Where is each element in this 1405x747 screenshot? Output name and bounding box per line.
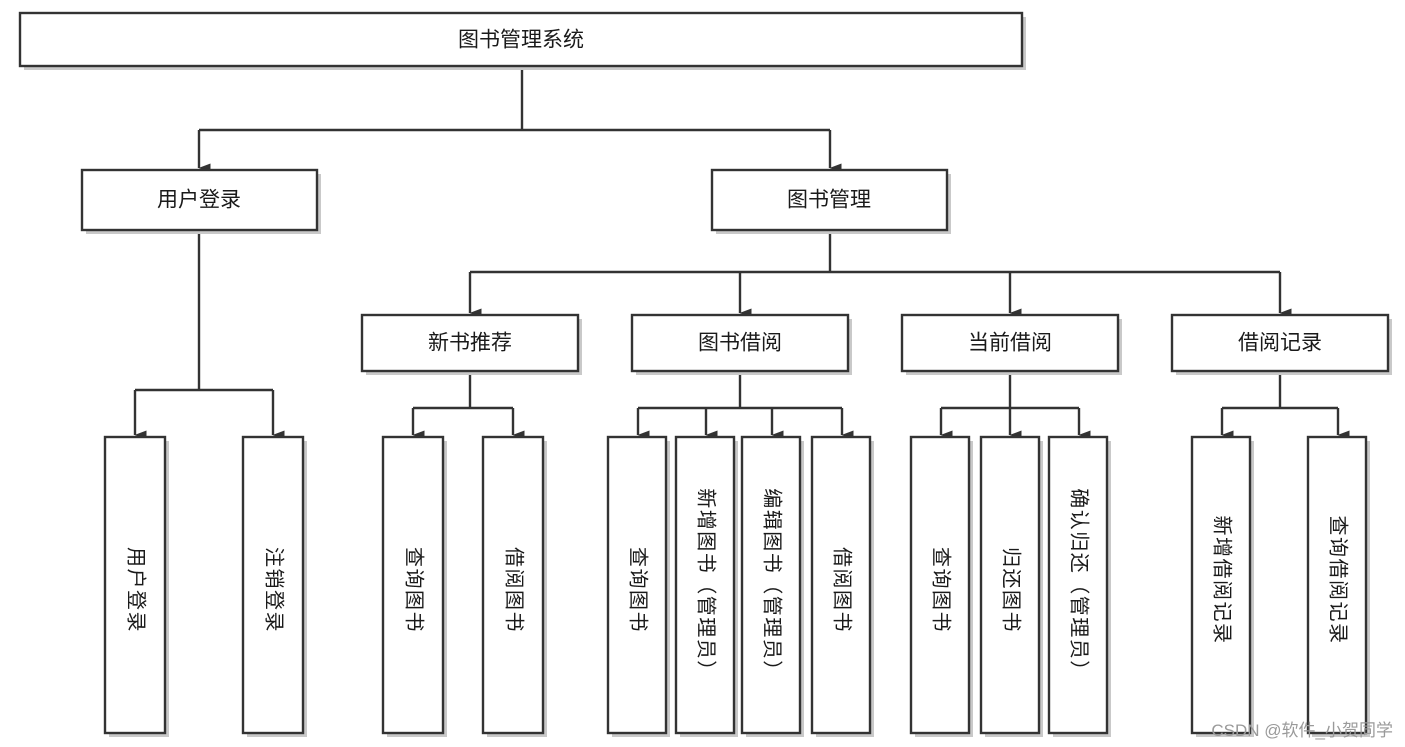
- node-borrow-record-box: [1170, 313, 1390, 373]
- node-leaf-borrow-book-2[interactable]: 借阅图书: [810, 435, 874, 737]
- node-leaf-logout-box: [241, 435, 305, 735]
- node-leaf-user-login-box: [103, 435, 167, 735]
- node-book-borrow-box: [630, 313, 850, 373]
- node-leaf-add-record-label: 新增借阅记录: [1211, 516, 1234, 645]
- node-leaf-user-login-label: 用户登录: [125, 547, 148, 633]
- node-leaf-logout-label: 注销登录: [263, 547, 286, 633]
- node-leaf-borrow-book-2-label: 借阅图书: [831, 547, 854, 633]
- node-user-login-label: 用户登录: [157, 189, 241, 212]
- node-leaf-confirm-return-label: 确认归还（管理员）: [1068, 488, 1091, 682]
- node-leaf-add-book-label: 新增图书（管理员）: [695, 488, 718, 682]
- node-leaf-borrow-book-1-label: 借阅图书: [503, 547, 526, 633]
- node-leaf-query-record-box: [1306, 435, 1368, 735]
- node-leaf-confirm-return-box: [1047, 435, 1109, 735]
- node-root[interactable]: 图书管理系统: [18, 11, 1026, 70]
- node-leaf-query-book-3-label: 查询图书: [930, 547, 953, 633]
- node-leaf-query-book-2-box: [606, 435, 668, 735]
- node-book-management-box: [710, 168, 949, 232]
- node-book-borrow-label: 图书借阅: [698, 332, 782, 355]
- node-leaf-add-book[interactable]: 新增图书（管理员）: [674, 435, 738, 737]
- connector-layer: [133, 68, 1350, 440]
- node-current-borrow-label: 当前借阅: [968, 332, 1052, 355]
- node-borrow-record[interactable]: 借阅记录: [1170, 313, 1392, 375]
- node-leaf-query-book-1[interactable]: 查询图书: [381, 435, 447, 737]
- node-leaf-query-record-label: 查询借阅记录: [1327, 516, 1350, 645]
- node-leaf-query-book-2[interactable]: 查询图书: [606, 435, 670, 737]
- node-leaf-user-login[interactable]: 用户登录: [103, 435, 169, 737]
- node-leaf-return-book[interactable]: 归还图书: [979, 435, 1043, 737]
- node-book-management-label: 图书管理: [787, 189, 871, 212]
- node-root-label: 图书管理系统: [458, 29, 584, 52]
- node-new-book-recommend-box: [360, 313, 580, 373]
- node-borrow-record-label: 借阅记录: [1238, 332, 1322, 355]
- node-leaf-logout[interactable]: 注销登录: [241, 435, 307, 737]
- node-leaf-return-book-box: [979, 435, 1041, 735]
- node-leaf-query-book-3-box: [909, 435, 971, 735]
- node-user-login-box: [80, 168, 319, 232]
- node-leaf-edit-book-label: 编辑图书（管理员）: [761, 488, 784, 682]
- node-leaf-edit-book[interactable]: 编辑图书（管理员）: [740, 435, 804, 737]
- node-leaf-borrow-book-1-box: [481, 435, 545, 735]
- node-leaf-query-book-1-box: [381, 435, 445, 735]
- node-leaf-borrow-book-2-box: [810, 435, 872, 735]
- node-leaf-borrow-book-1[interactable]: 借阅图书: [481, 435, 547, 737]
- node-current-borrow[interactable]: 当前借阅: [900, 313, 1122, 375]
- node-root-box: [18, 11, 1024, 68]
- node-leaf-add-record-box: [1190, 435, 1252, 735]
- node-book-borrow[interactable]: 图书借阅: [630, 313, 852, 375]
- node-leaf-return-book-label: 归还图书: [1000, 547, 1023, 633]
- node-leaf-query-record[interactable]: 查询借阅记录: [1306, 435, 1370, 737]
- node-leaf-query-book-3[interactable]: 查询图书: [909, 435, 973, 737]
- node-leaf-add-book-box: [674, 435, 736, 735]
- node-current-borrow-box: [900, 313, 1120, 373]
- node-leaf-query-book-2-label: 查询图书: [627, 547, 650, 633]
- node-new-book-recommend[interactable]: 新书推荐: [360, 313, 582, 375]
- node-new-book-recommend-label: 新书推荐: [428, 332, 512, 355]
- node-user-login[interactable]: 用户登录: [80, 168, 321, 234]
- node-leaf-query-book-1-label: 查询图书: [403, 547, 426, 633]
- node-leaf-confirm-return[interactable]: 确认归还（管理员）: [1047, 435, 1111, 737]
- node-leaf-edit-book-box: [740, 435, 802, 735]
- node-leaf-add-record[interactable]: 新增借阅记录: [1190, 435, 1254, 737]
- node-book-management[interactable]: 图书管理: [710, 168, 951, 234]
